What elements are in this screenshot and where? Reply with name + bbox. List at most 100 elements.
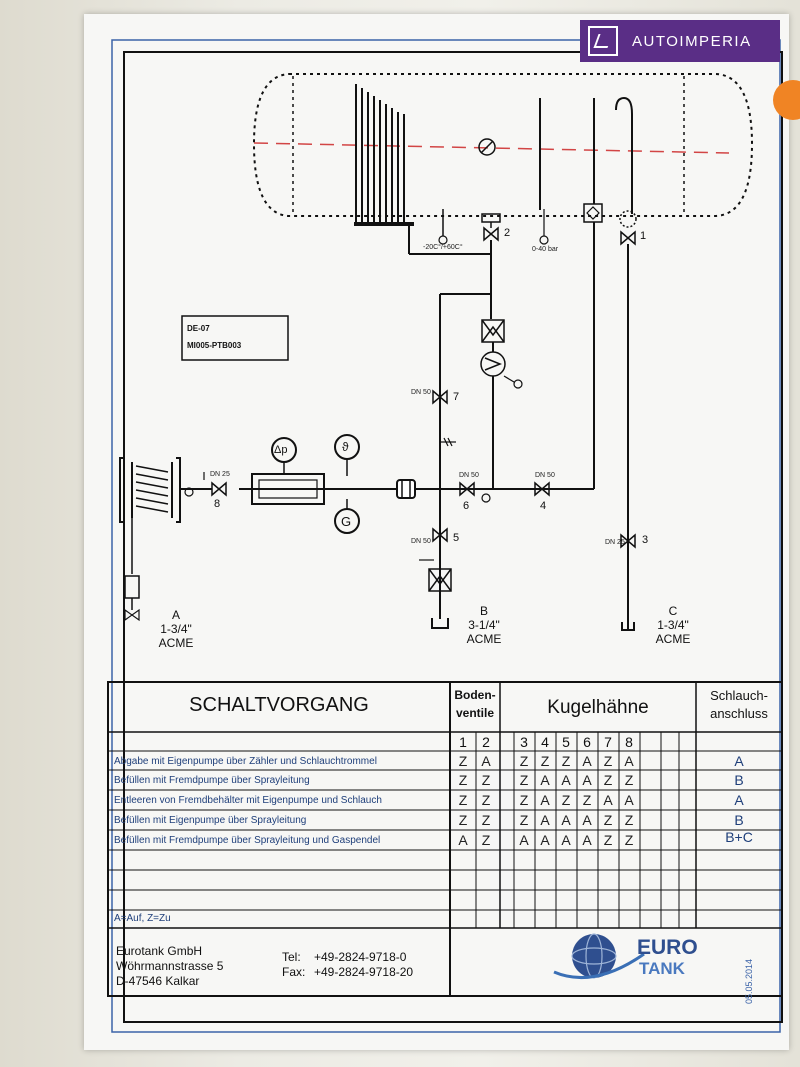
eurotank-globe-icon: [553, 933, 645, 979]
tank-outline: [252, 73, 754, 217]
connection-a-size: 1-3/4": [160, 622, 192, 636]
row-3-label: Entleeren von Fremdbehälter mit Eigenpum…: [114, 795, 382, 806]
autoimperia-badge: AUTOIMPERIA: [580, 20, 780, 62]
row-3-code-6: Z: [582, 792, 592, 808]
schlauch-header-2: anschluss: [710, 706, 768, 721]
schematic-sheet: DE-07 MI005-PTB003 2 1 -20C°/+60C° 0-40 …: [84, 14, 789, 1050]
check-valve-lower-icon: [428, 568, 452, 592]
connection-a-type: ACME: [158, 636, 194, 650]
connection-c-size: 1-3/4": [657, 618, 689, 632]
row-5-code-4: A: [540, 832, 550, 848]
valve-2-label: 2: [504, 227, 511, 239]
connection-b-type: ACME: [466, 632, 502, 646]
row-1-code-1: Z: [458, 753, 468, 769]
fax-number: +49-2824-9718-20: [314, 965, 414, 979]
col-number-7: 7: [604, 734, 612, 750]
row-2-code-3: Z: [519, 772, 529, 788]
valve-4-label: 4: [540, 500, 547, 512]
tel-label: Tel:: [282, 950, 301, 964]
switching-table-grid: [107, 681, 783, 997]
connection-c-letter: C: [668, 604, 678, 618]
row-5-code-5: A: [561, 832, 571, 848]
plate-line-1: DE-07: [187, 324, 210, 333]
boden-header-1: Boden-: [454, 688, 496, 702]
row-1-code-4: Z: [540, 753, 550, 769]
eurotank-logo-line2: TANK: [639, 959, 685, 978]
dp-label: Δp: [274, 444, 288, 456]
row-2-code-6: A: [582, 772, 592, 788]
row-5-label: Befüllen mit Fremdpumpe über Sprayleitun…: [114, 835, 381, 846]
row-2-label: Befüllen mit Fremdpumpe über Sprayleitun…: [114, 775, 310, 786]
fax-label: Fax:: [282, 965, 306, 979]
hose-reel-icon: [119, 457, 181, 523]
row-3-code-4: A: [540, 792, 550, 808]
valve-8-icon: [211, 481, 227, 497]
row-4-code-4: A: [540, 812, 550, 828]
differential-pressure-icon: [271, 437, 297, 463]
hose-nozzle-icon: [124, 575, 140, 599]
col-number-5: 5: [562, 734, 570, 750]
orange-sticker: [773, 80, 800, 120]
valve-3-icon: [620, 533, 636, 549]
connection-c-type: ACME: [655, 632, 691, 646]
dn25-8-label: DN 25: [210, 471, 230, 478]
row-3-hose: A: [734, 792, 744, 808]
pump-gauge-icon: [513, 379, 523, 389]
piping-diagram: [107, 39, 783, 1033]
autoimperia-logo-icon: [588, 26, 618, 56]
table-title: SCHALTVORGANG: [189, 694, 369, 716]
row-2-code-1: Z: [458, 772, 468, 788]
company-street: Wöhrmannstrasse 5: [116, 959, 224, 973]
connection-a-letter: A: [171, 608, 180, 622]
row-1-code-6: A: [582, 753, 592, 769]
row-5-code-7: Z: [603, 832, 613, 848]
valve-4-icon: [534, 481, 550, 497]
pressure-range-label: 0-40 bar: [532, 246, 559, 253]
row-4-label: Befüllen mit Eigenpumpe über Sprayleitun…: [114, 815, 307, 826]
valve-6-icon: [459, 481, 475, 497]
row-2-code-5: A: [561, 772, 571, 788]
row-2-code-4: A: [540, 772, 550, 788]
dn50-4-label: DN 50: [535, 472, 555, 479]
sight-glass-icon: [396, 479, 416, 499]
connection-b-size: 3-1/4": [468, 618, 500, 632]
print-date: 05.05.2014: [744, 958, 754, 1004]
row-3-code-2: Z: [481, 792, 491, 808]
row-1-code-5: Z: [561, 753, 571, 769]
row-3-code-5: Z: [561, 792, 571, 808]
col-number-1: 1: [459, 734, 467, 750]
schlauch-header-1: Schlauch-: [710, 688, 768, 703]
row-1-label: Abgabe mit Eigenpumpe über Zähler und Sc…: [114, 756, 377, 767]
valve-7-label: 7: [453, 391, 460, 403]
row-4-code-1: Z: [458, 812, 468, 828]
col-number-2: 2: [482, 734, 490, 750]
row-1-code-3: Z: [519, 753, 529, 769]
level-indicator-icon: [478, 138, 496, 156]
row-2-code-2: Z: [481, 772, 491, 788]
gas-detector-icon: [334, 508, 360, 534]
valve-5-label: 5: [453, 532, 460, 544]
connection-b-letter: B: [479, 604, 488, 618]
dn50-5-label: DN 50: [411, 538, 431, 545]
plate-line-2: MI005-PTB003: [187, 341, 242, 350]
row-3-code-8: A: [624, 792, 634, 808]
row-5-code-8: Z: [624, 832, 634, 848]
row-4-code-5: A: [561, 812, 571, 828]
connection-b: B 3-1/4" ACME: [454, 604, 514, 646]
spray-pipes: [354, 84, 414, 254]
company-address: Eurotank GmbH Wöhrmannstrasse 5 D-47546 …: [116, 944, 223, 989]
plate-box: [181, 315, 289, 361]
valve-8-label: 8: [214, 498, 221, 510]
valve-1-icon: [620, 230, 636, 246]
flow-meter-icon: [251, 473, 325, 505]
valve-7-icon: [432, 389, 448, 405]
tel-number: +49-2824-9718-0: [314, 950, 407, 964]
connection-c: C 1-3/4" ACME: [643, 604, 703, 646]
valve-5-icon: [432, 527, 448, 543]
eurotank-logo-line1: EURO: [637, 936, 698, 959]
dn50-6-label: DN 50: [459, 472, 479, 479]
row-5-hose: B+C: [725, 829, 753, 845]
row-4-code-7: Z: [603, 812, 613, 828]
row-5-code-2: Z: [481, 832, 491, 848]
row-4-code-2: Z: [481, 812, 491, 828]
